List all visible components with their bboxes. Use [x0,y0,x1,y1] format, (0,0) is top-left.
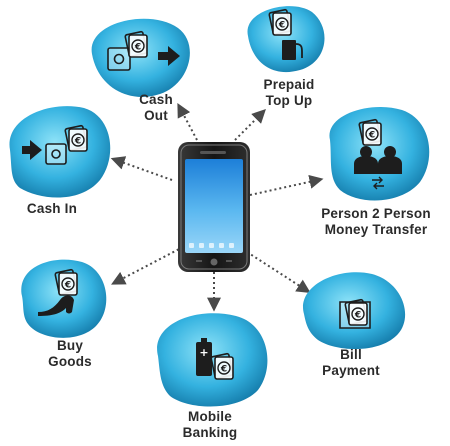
cash-in-label: Cash In [10,201,94,217]
mobile-banking-label-line-2: Banking [182,425,238,440]
connector-arrows [110,103,324,312]
phone-home-button [210,258,218,266]
cash-out-node [91,18,190,97]
buy-goods-label-line-2: Goods [48,354,92,369]
mobile-banking-label: Mobile Banking [172,409,248,441]
cash-out-label: Cash Out [121,92,191,124]
arrow-buy-goods [111,246,184,285]
phone-dock-icons [189,243,234,248]
wallet-euro-icon [339,298,371,329]
buy-goods-label: Buy Goods [35,338,105,370]
two-people-exchange-icon [354,118,402,190]
cash-in-node [9,106,111,198]
mobile-banking-label-line-1: Mobile [188,409,232,424]
mobile-banking-node: + [157,313,268,407]
cash-in-label-line-1: Cash In [26,201,78,216]
buy-goods-label-line-1: Buy [56,338,84,353]
arrow-p2p [249,174,324,196]
battery-euro-icon: + [196,338,234,380]
bill-payment-label: Bill Payment [312,347,390,379]
p2p-label-line-2: Money Transfer [324,222,428,237]
person-2-person-label: Person 2 Person Money Transfer [308,206,444,238]
prepaid-top-up-label: Prepaid Top Up [244,77,334,109]
prepaid-label-line-2: Top Up [265,93,313,108]
bill-payment-node [303,272,406,350]
arrow-cash-in [110,156,173,181]
arrow-prepaid [234,109,266,141]
arrow-bill [246,251,311,294]
person-2-person-node [329,106,430,201]
arrow-in-atm-euro-icon [22,124,88,165]
svg-text:+: + [199,346,208,359]
atm-euro-arrow-out-icon [107,30,180,71]
buy-goods-node [21,259,107,338]
p2p-label-line-1: Person 2 Person [321,206,431,221]
bill-label-line-1: Bill [340,347,362,362]
prepaid-top-up-node [247,6,325,73]
arrow-cash-out [177,103,198,141]
prepaid-label-line-1: Prepaid [263,77,315,92]
cash-out-label-line-2: Out [144,108,168,123]
phone-screen [185,159,243,253]
high-heel-shoe-euro-icon [38,268,78,316]
bill-label-line-2: Payment [322,363,380,378]
fuel-pump-euro-icon [268,8,303,60]
cash-out-label-line-1: Cash [139,92,173,107]
mobile-phone [178,142,250,272]
